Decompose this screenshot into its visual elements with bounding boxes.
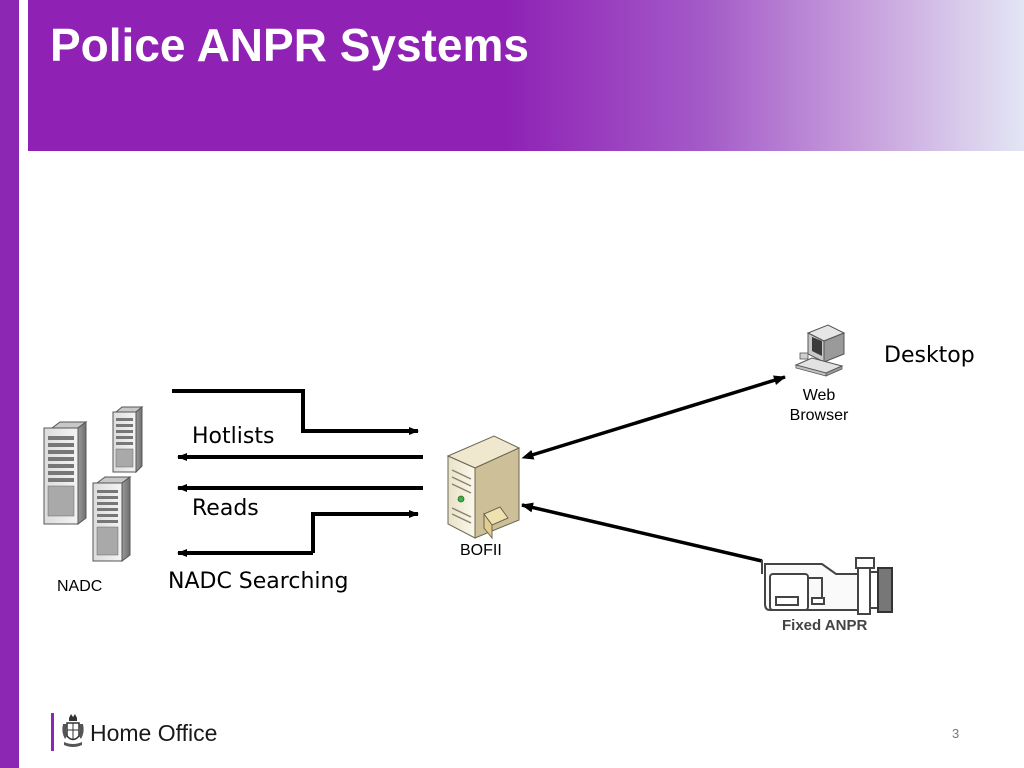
web-browser-label: Web Browser xyxy=(778,386,860,426)
fixed-anpr-label: Fixed ANPR xyxy=(782,617,868,634)
web-browser-label-line2: Browser xyxy=(789,407,849,424)
slide-title: Police ANPR Systems xyxy=(50,19,529,71)
server-rack-icon xyxy=(92,476,132,562)
footer-accent-bar xyxy=(51,713,54,751)
server-rack-icon xyxy=(43,421,88,525)
reads-label: Reads xyxy=(192,496,259,521)
search-request-arrow xyxy=(311,510,419,553)
bofii-label: BOFII xyxy=(460,542,502,559)
hotlists-label: Hotlists xyxy=(192,424,275,449)
web-browser-label-line1: Web xyxy=(802,387,836,404)
header-banner xyxy=(28,0,1024,151)
footer-brand-name: Home Office xyxy=(90,720,218,746)
nadc-servers-icon xyxy=(43,405,144,562)
desktop-label: Desktop xyxy=(884,343,975,368)
bofii-server-icon xyxy=(446,435,521,540)
desktop-computer-icon xyxy=(794,324,846,377)
hotlists-to-bofii-arrow xyxy=(172,389,419,435)
desktop-bofii-arrow xyxy=(521,375,786,460)
royal-crest-icon xyxy=(62,714,84,747)
camera-icon xyxy=(761,557,893,615)
anpr-bofii-arrow xyxy=(521,502,763,563)
flow-arrows xyxy=(172,389,423,557)
server-rack-icon xyxy=(112,405,144,474)
page-number: 3 xyxy=(952,726,960,741)
nadc-searching-label: NADC Searching xyxy=(168,569,349,594)
left-accent-bar xyxy=(0,0,19,768)
nadc-label: NADC xyxy=(57,578,103,595)
